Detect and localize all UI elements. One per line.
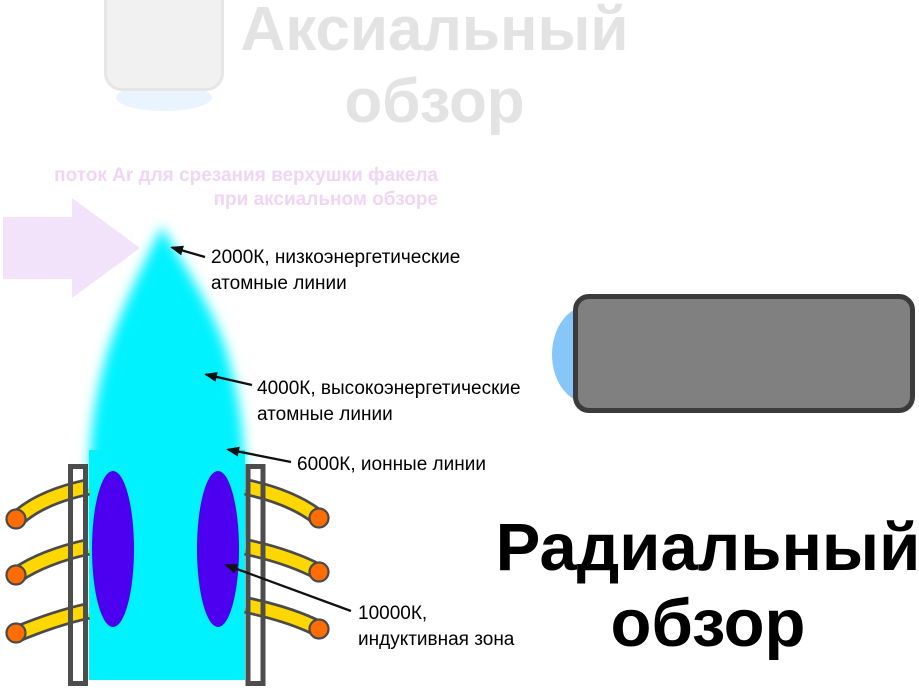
annotation-6000k: 6000К, ионные линии — [297, 454, 486, 475]
induction-coil-left — [5, 478, 90, 644]
axial-view-title: Аксиальный обзор — [240, 0, 629, 136]
annotation-2000k: 2000К, низкоэнергетические атомные линии — [211, 247, 461, 294]
annotation-10000k: 10000К, индуктивная зона — [358, 603, 515, 650]
induction-zone-left — [92, 471, 134, 627]
annotation-arrow-2000k — [170, 245, 206, 259]
torch-wall-left — [68, 464, 88, 686]
annotation-arrow-10000k — [224, 563, 352, 613]
ar-flow-arrow-icon — [3, 198, 140, 298]
annotation-4000k: 4000К, высокоэнергетические атомные лини… — [257, 378, 521, 425]
radial-view-title: Радиальный обзор — [495, 510, 919, 661]
radial-detector-body — [573, 294, 915, 413]
axial-detector-body-ghost — [104, 0, 224, 91]
torch-wall-left-fill — [70, 466, 86, 684]
annotation-arrow-6000k — [226, 446, 292, 464]
annotation-arrow-4000k — [204, 372, 253, 387]
induction-coil-right — [244, 478, 330, 640]
ar-flow-note: поток Ar для срезания верхушки факела пр… — [54, 165, 438, 210]
torch-wall-right — [245, 464, 266, 686]
induction-zone-right — [197, 471, 239, 627]
